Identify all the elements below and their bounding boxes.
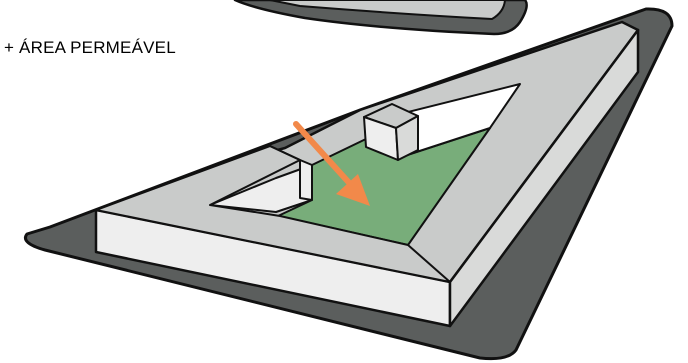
middle-block-side <box>395 115 419 161</box>
arrow-head <box>336 174 370 206</box>
building-side-wall <box>448 28 640 328</box>
left-raised-block-step <box>269 145 313 201</box>
arrow-shaft <box>293 121 355 189</box>
permeable-area-caption: + ÁREA PERMEÁVEL <box>4 38 176 57</box>
cropped-block-top <box>269 0 506 20</box>
